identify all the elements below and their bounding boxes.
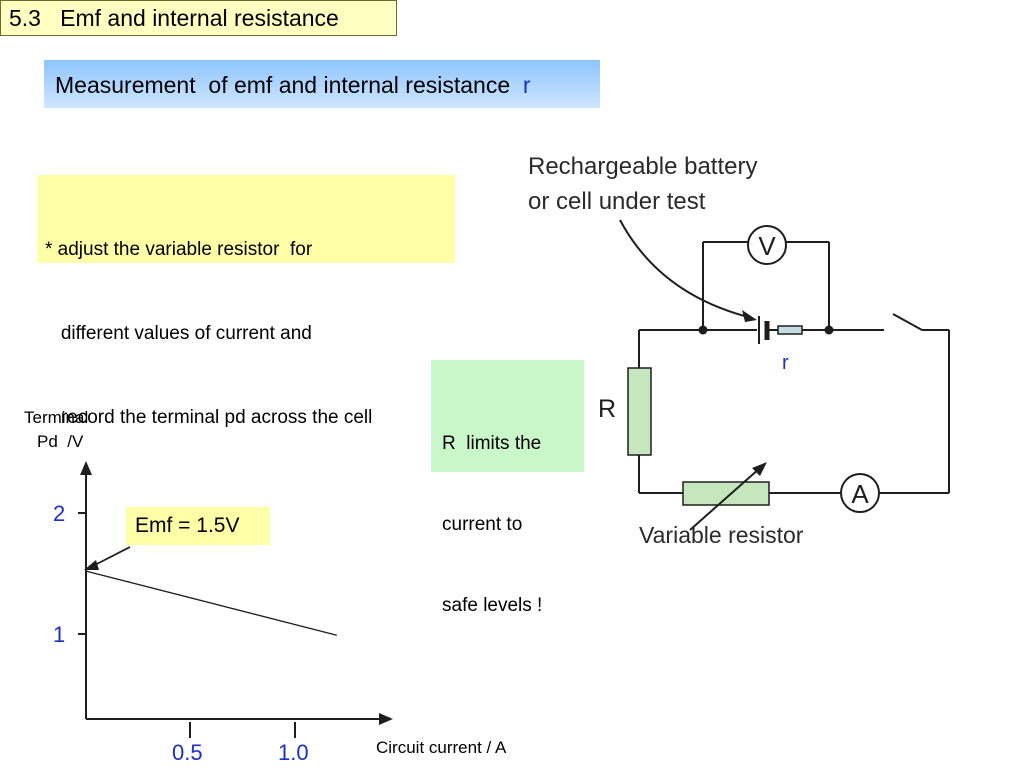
switch-lever [892, 313, 923, 331]
note-line: * adjust the variable resistor for [45, 239, 313, 260]
battery-label-line2: or cell under test [528, 188, 706, 215]
r-note-line: R limits the [442, 433, 542, 454]
voltmeter-symbol [747, 225, 787, 265]
internal-resistance-symbol [777, 325, 803, 335]
r-limits-note: R limits the current to safe levels ! [431, 360, 584, 616]
r-note-line: current to [442, 514, 523, 535]
graph-ylabel-line1: Terminal [24, 408, 89, 427]
subtitle-symbol-r: r [522, 72, 531, 98]
fixed-resistor-label: R [598, 395, 616, 423]
battery-label-line1: Rechargeable battery [528, 153, 757, 180]
battery-pointer-arrowhead [742, 310, 757, 322]
emf-pointer-arrowhead [84, 560, 99, 570]
graph-xlabel: Circuit current / A [376, 738, 507, 757]
variable-resistor-arrow [689, 467, 761, 531]
internal-resistance-label: r [782, 352, 789, 374]
y-axis-arrowhead [80, 461, 92, 475]
x-tick-label: 0.5 [172, 740, 203, 765]
y-tick-label: 2 [53, 501, 66, 526]
emf-label: Emf = 1.5V [126, 507, 270, 545]
x-axis-arrowhead [379, 713, 393, 725]
pd-vs-current-line [85, 570, 337, 636]
voltmeter-label: V [758, 231, 776, 261]
junction-dot [824, 325, 834, 335]
variable-resistor-arrowhead [752, 462, 767, 476]
emf-pointer-arrow [90, 546, 131, 568]
variable-resistor-label: Variable resistor [639, 522, 804, 548]
note-line: record the terminal pd across the cell [45, 407, 373, 428]
variable-resistor-symbol [682, 481, 770, 506]
junction-dot [698, 325, 708, 335]
r-note-line: safe levels ! [442, 595, 543, 616]
note-line: different values of current and [45, 323, 312, 344]
slide-subtitle: Measurement of emf and internal resistan… [44, 60, 600, 108]
y-tick-label: 1 [53, 622, 66, 647]
battery-pointer-arrow [619, 219, 753, 319]
fixed-resistor-symbol [627, 367, 652, 456]
subtitle-text: Measurement of emf and internal resistan… [55, 72, 511, 98]
instruction-note: * adjust the variable resistor for diffe… [37, 175, 455, 428]
ammeter-label: A [851, 479, 869, 509]
graph-ylabel-line2: Pd /V [37, 432, 84, 451]
x-tick-label: 1.0 [278, 740, 309, 765]
ammeter-symbol [840, 473, 880, 513]
slide-title: 5.3 Emf and internal resistance [0, 0, 397, 36]
